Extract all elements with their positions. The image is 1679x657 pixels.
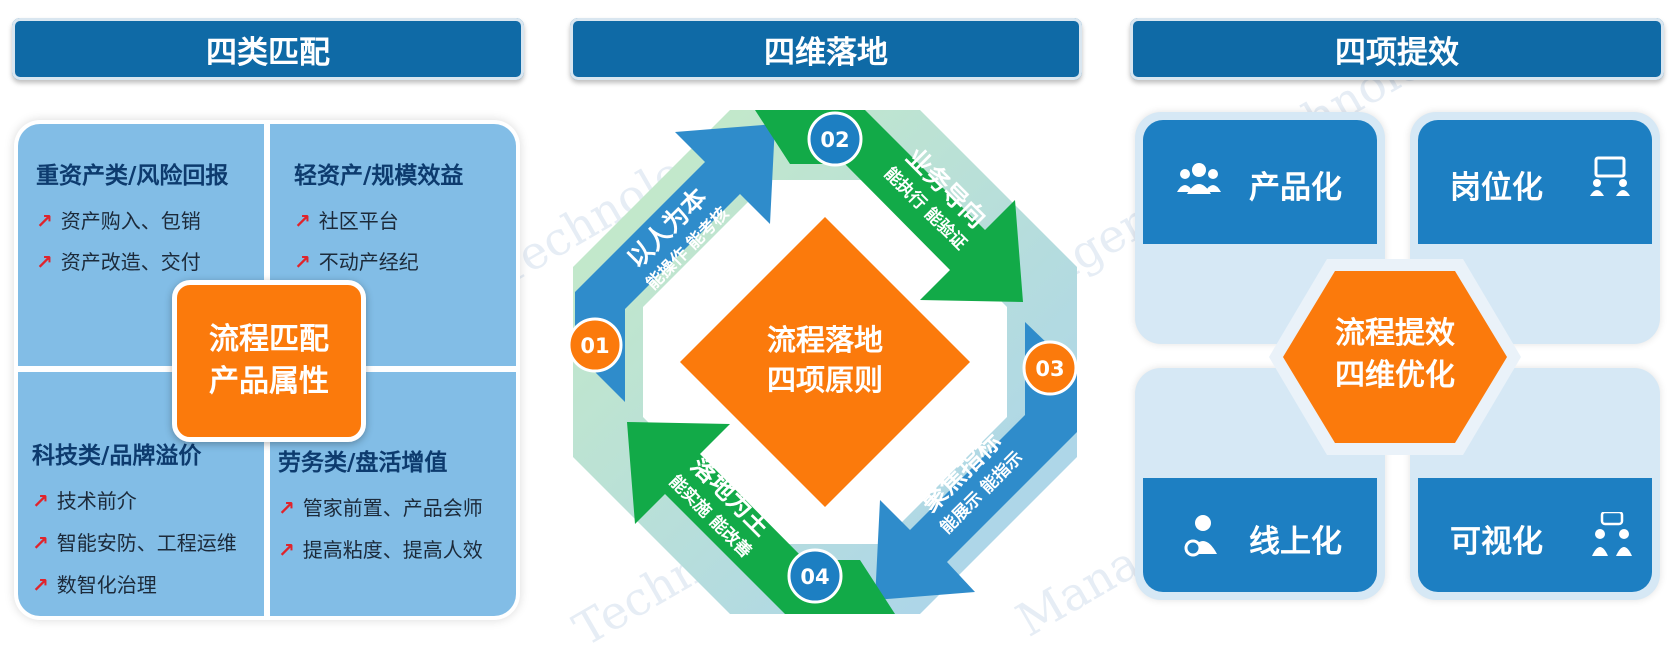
tile-header: 可视化 xyxy=(1418,478,1652,592)
tile-header: 产品化 xyxy=(1143,120,1377,244)
arrow-up-right-icon: ↗ xyxy=(278,496,295,520)
efficiency-center-line: 流程提效 xyxy=(1335,316,1455,351)
tile-label: 产品化 xyxy=(1249,170,1342,206)
tile-label: 可视化 xyxy=(1450,524,1543,560)
arrow-up-right-icon: ↗ xyxy=(32,573,49,597)
step-badge-03 xyxy=(1022,340,1078,396)
arrow-up-right-icon: ↗ xyxy=(294,209,311,233)
center-line: 产品属性 xyxy=(209,364,329,399)
quadrant-item: ↗资产购入、包销 xyxy=(36,209,201,233)
quadrant-title: 轻资产/规模效益 xyxy=(294,163,464,189)
quadrant-item: ↗智能安防、工程运维 xyxy=(32,531,237,555)
quadrant-item: ↗数智化治理 xyxy=(32,573,157,597)
tile-header: 线上化 xyxy=(1143,478,1377,592)
landing-cycle-diagram: 流程落地 四项原则 01 02 03 04 以人为本 能操作 能考核 业务导向 … xyxy=(567,110,1078,614)
arrow-up-right-icon: ↗ xyxy=(36,209,53,233)
tile-productization: 产品化 xyxy=(1135,112,1385,344)
header-four-dimension: 四维落地 xyxy=(570,18,1082,80)
arrow-up-right-icon: ↗ xyxy=(32,489,49,513)
arrow-step-01 xyxy=(575,124,775,402)
quadrant-item: ↗社区平台 xyxy=(294,209,399,233)
chat-users-icon xyxy=(1590,510,1634,564)
quadrant-item: ↗技术前介 xyxy=(32,489,137,513)
step-badge-04 xyxy=(787,548,843,604)
step-badge-02 xyxy=(807,111,863,167)
efficiency-center-hexagon: 流程提效 四维优化 xyxy=(1265,255,1525,460)
presentation-icon xyxy=(1588,156,1632,204)
efficiency-center-line: 四维优化 xyxy=(1335,358,1455,393)
header-four-efficiency: 四项提效 xyxy=(1130,18,1664,80)
quadrant-title: 科技类/品牌溢价 xyxy=(32,443,202,469)
step-badge-01 xyxy=(567,317,623,373)
center-line: 流程匹配 xyxy=(209,322,329,357)
step-number: 04 xyxy=(800,565,829,589)
tile-header: 岗位化 xyxy=(1418,120,1652,244)
arrow-step-03 xyxy=(875,322,1077,600)
arrow-up-right-icon: ↗ xyxy=(36,250,53,274)
arrow-up-right-icon: ↗ xyxy=(32,531,49,555)
step-number: 03 xyxy=(1035,357,1064,381)
header-label: 四维落地 xyxy=(764,34,888,71)
user-settings-icon xyxy=(1183,514,1223,566)
step-number: 01 xyxy=(580,334,609,358)
tile-label: 线上化 xyxy=(1249,524,1342,560)
quadrant-item: ↗提高粘度、提高人效 xyxy=(278,538,483,562)
match-center-box: 流程匹配 产品属性 xyxy=(172,280,366,442)
tile-label: 岗位化 xyxy=(1450,170,1543,206)
header-label: 四类匹配 xyxy=(206,34,330,71)
landing-center-line: 流程落地 xyxy=(767,323,883,357)
center-diamond xyxy=(680,217,970,507)
team-icon xyxy=(1177,160,1221,204)
quadrant-title: 劳务类/盘活增值 xyxy=(278,450,448,476)
quadrant-item: ↗管家前置、产品会师 xyxy=(278,496,483,520)
quadrant-item: ↗不动产经纪 xyxy=(294,250,419,274)
arrow-up-right-icon: ↗ xyxy=(278,538,295,562)
header-four-match: 四类匹配 xyxy=(12,18,524,80)
quadrant-item: ↗资产改造、交付 xyxy=(36,250,201,274)
step-number: 02 xyxy=(820,128,849,152)
header-label: 四项提效 xyxy=(1335,34,1459,71)
landing-center-line: 四项原则 xyxy=(767,363,883,397)
quadrant-title: 重资产类/风险回报 xyxy=(36,163,229,189)
arrow-up-right-icon: ↗ xyxy=(294,250,311,274)
